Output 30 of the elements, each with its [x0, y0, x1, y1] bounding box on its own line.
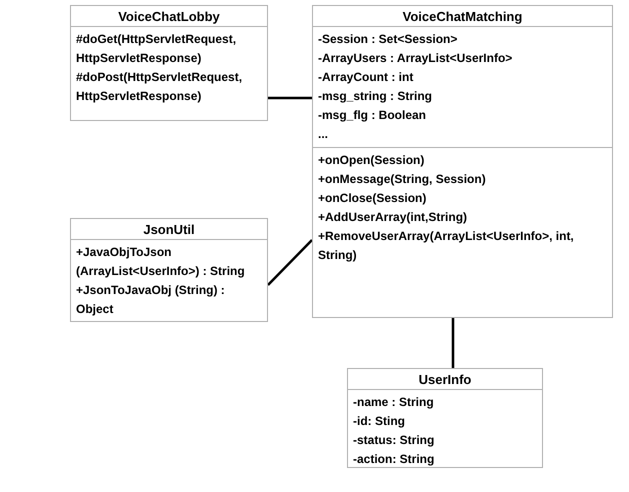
- attribute-text: -action: String: [353, 451, 436, 468]
- attribute-text: -status: String: [353, 432, 436, 449]
- attribute-text: -ArrayUsers : ArrayList<UserInfo>: [318, 50, 514, 67]
- attribute-text: ...: [318, 126, 330, 143]
- method-text: +JavaObjToJson (ArrayList<UserInfo>) : String: [76, 244, 246, 280]
- class-box: [347, 368, 543, 468]
- attribute-text: -msg_flg : Boolean: [318, 107, 428, 124]
- method-text: +RemoveUserArray(ArrayList<UserInfo>, int, String): [318, 228, 575, 264]
- association-line: [268, 96, 312, 100]
- method-text: +onOpen(Session): [318, 152, 426, 169]
- class-name: JsonUtil: [71, 219, 267, 240]
- class-name: VoiceChatMatching: [313, 6, 612, 27]
- class-box: [70, 218, 268, 322]
- method-text: +onMessage(String, Session): [318, 171, 487, 188]
- association-line: [267, 239, 313, 286]
- class-name: VoiceChatLobby: [71, 6, 267, 27]
- attribute-text: -msg_string : String: [318, 88, 434, 105]
- attribute-text: -name : String: [353, 394, 435, 411]
- method-text: #doPost(HttpServletRequest, HttpServletResponse): [76, 69, 244, 105]
- method-text: +onClose(Session): [318, 190, 428, 207]
- method-text: #doGet(HttpServletRequest, HttpServletResponse): [76, 31, 238, 67]
- class-name: UserInfo: [348, 369, 542, 390]
- association-line: [452, 318, 454, 368]
- class-box: [70, 5, 268, 121]
- attribute-text: -id: Sting: [353, 413, 406, 430]
- class-box: [312, 5, 613, 318]
- attribute-text: -Session : Set<Session>: [318, 31, 458, 48]
- attribute-text: -ArrayCount : int: [318, 69, 414, 86]
- method-text: +AddUserArray(int,String): [318, 209, 468, 226]
- method-text: +JsonToJavaObj (String) : Object: [76, 282, 226, 318]
